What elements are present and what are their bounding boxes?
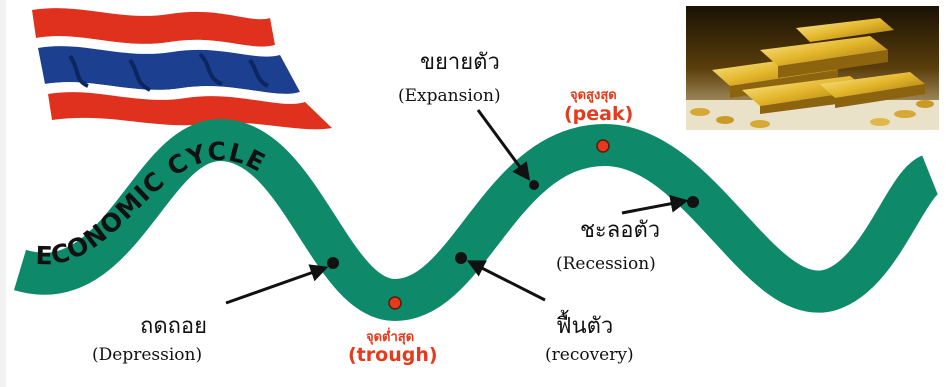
expansion-thai-label: ขยายตัว xyxy=(420,44,500,79)
gold-bars-image xyxy=(686,6,939,130)
depression-thai-label: ถดถอย xyxy=(140,308,207,343)
recovery-arrow xyxy=(470,262,545,300)
recovery-point xyxy=(455,252,467,264)
expansion-point xyxy=(529,180,539,190)
recovery-english-label: (recovery) xyxy=(545,345,634,365)
recession-english-label: (Recession) xyxy=(556,254,656,274)
peak-english-label: (peak) xyxy=(564,103,633,125)
peak-thai-label: จุดสูงสุด xyxy=(570,84,617,105)
expansion-arrow xyxy=(478,110,528,178)
expansion-english-label: (Expansion) xyxy=(398,86,501,106)
depression-arrow xyxy=(226,268,325,303)
depression-english-label: (Depression) xyxy=(92,345,202,365)
recession-point xyxy=(687,196,699,208)
peak-marker xyxy=(597,140,609,152)
depression-point xyxy=(327,257,339,269)
trough-english-label: (trough) xyxy=(348,344,438,366)
trough-marker xyxy=(389,297,401,309)
recovery-thai-label: ฟื้นตัว xyxy=(556,308,613,343)
recession-thai-label: ชะลอตัว xyxy=(580,212,660,247)
thai-flag-image xyxy=(32,8,332,129)
